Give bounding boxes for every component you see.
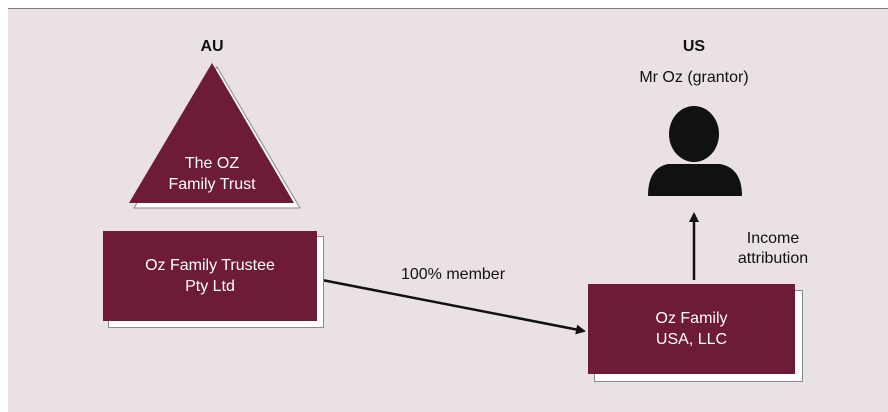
llc-line1: Oz Family [655,310,728,327]
person-label: Mr Oz (grantor) [639,69,749,86]
income-edge-label: Income attribution [718,229,828,269]
trust-label: The OZ Family Trust [142,153,282,195]
au-heading: AU [200,38,224,55]
income-label-line1: Income [746,230,800,247]
trustee-box: Oz Family Trustee Pty Ltd [103,231,317,321]
member-edge-label: 100% member [400,266,506,283]
trustee-line1: Oz Family Trustee [145,257,275,274]
income-label-line2: attribution [737,250,809,267]
us-heading: US [682,38,706,55]
trust-label-line2: Family Trust [168,176,256,193]
llc-box: Oz Family USA, LLC [588,284,795,374]
llc-line2: USA, LLC [655,331,728,348]
trustee-line2: Pty Ltd [185,278,235,295]
trust-label-line1: The OZ [184,155,240,172]
